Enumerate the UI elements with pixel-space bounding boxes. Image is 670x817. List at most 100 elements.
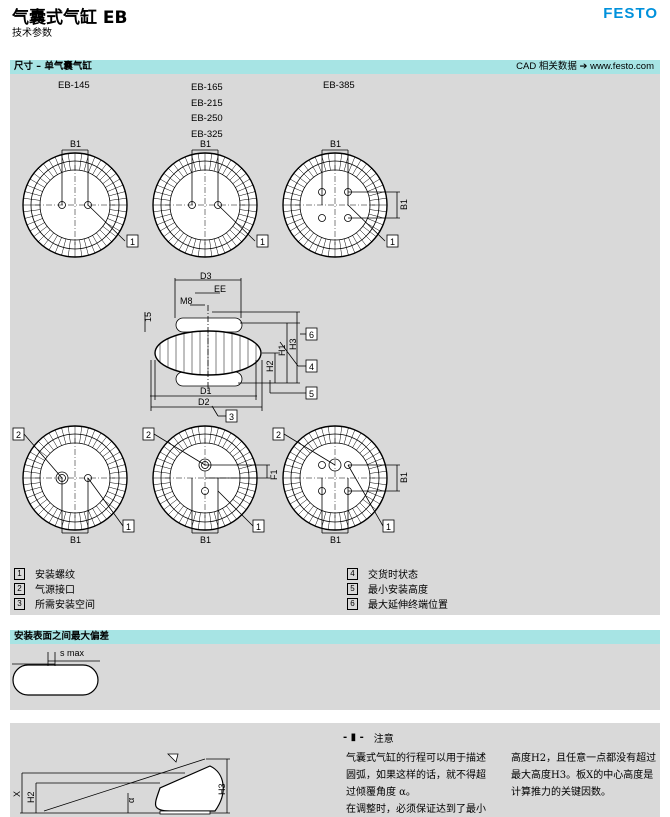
cad-link[interactable]: CAD 相关数据 ➔ www.festo.com bbox=[516, 61, 654, 72]
dim-d1: D1 bbox=[200, 386, 212, 396]
legend-text: 最小安装高度 bbox=[368, 585, 428, 596]
dim-alpha: α bbox=[126, 798, 136, 803]
legend-number: 6 bbox=[347, 597, 358, 610]
dim-15: 15 bbox=[143, 312, 153, 322]
callout-1: 1 bbox=[126, 522, 131, 532]
bolt-hole-icon bbox=[318, 461, 326, 469]
callout-6: 6 bbox=[309, 330, 314, 340]
caution-icon: - ▮ - bbox=[343, 732, 364, 743]
callout-4: 4 bbox=[309, 362, 314, 372]
dim-m8: M8 bbox=[180, 296, 193, 306]
legend-number: 5 bbox=[347, 582, 358, 595]
top-view-1 bbox=[22, 149, 139, 258]
callout-2: 2 bbox=[16, 430, 21, 440]
dim-d3: D3 bbox=[200, 271, 212, 281]
section-title: 安装表面之间最大偏差 bbox=[14, 631, 110, 642]
dim-b1: B1 bbox=[200, 139, 211, 149]
callout-2: 2 bbox=[276, 430, 281, 440]
callout-1: 1 bbox=[256, 522, 261, 532]
callout-3: 3 bbox=[229, 412, 234, 422]
legend-text: 所需安装空间 bbox=[35, 600, 95, 611]
dim-h1: H1 bbox=[277, 344, 287, 356]
legend-item: 6 最大延伸终端位置 bbox=[347, 596, 448, 611]
note-line: 过倾覆角度 α。 bbox=[346, 787, 416, 798]
side-view bbox=[144, 278, 318, 423]
model-label: EB-385 bbox=[323, 80, 355, 91]
dim-b1: B1 bbox=[330, 139, 341, 149]
dim-smax: s max bbox=[60, 648, 85, 658]
top-view-6 bbox=[272, 425, 400, 534]
dim-b1: B1 bbox=[70, 139, 81, 149]
callout-1: 1 bbox=[130, 237, 135, 247]
dim-h2: H2 bbox=[26, 791, 36, 803]
dim-d2: D2 bbox=[198, 397, 210, 407]
dim-x: X bbox=[12, 791, 22, 797]
dim-h2: H2 bbox=[265, 360, 275, 372]
legend-item: 3 所需安装空间 bbox=[14, 596, 95, 611]
legend-number: 4 bbox=[347, 567, 358, 580]
dim-b1: B1 bbox=[200, 535, 211, 545]
model-label: EB-250 bbox=[191, 113, 223, 124]
dim-h3: H3 bbox=[288, 338, 298, 350]
legend-col-2: 4 交货时状态 5 最小安装高度 6 最大延伸终端位置 bbox=[347, 566, 448, 611]
legend-col-1: 1 安装螺纹 2 气源接口 3 所需安装空间 bbox=[14, 566, 95, 611]
dimension-drawing: D3 EE M8 D1 D2 15 H1 H2 H3 6 4 5 3 B11B1… bbox=[12, 139, 409, 545]
legend-text: 最大延伸终端位置 bbox=[368, 600, 448, 611]
top-view-3 bbox=[282, 149, 400, 258]
bolt-hole-icon bbox=[201, 487, 209, 495]
top-view-2 bbox=[152, 149, 269, 258]
legend-text: 交货时状态 bbox=[368, 570, 418, 581]
note-line: 高度H2，且任意一点都没有超过 bbox=[511, 753, 657, 764]
dim-f1: F1 bbox=[269, 469, 279, 480]
note-line: 在调整时，必须保证达到了最小 bbox=[346, 804, 486, 815]
page-subtitle: 技术参数 bbox=[12, 28, 52, 39]
note-line: 计算推力的关键因数。 bbox=[511, 787, 611, 798]
callout-1: 1 bbox=[386, 522, 391, 532]
model-label: EB-145 bbox=[58, 80, 90, 91]
model-label: EB-325 bbox=[191, 128, 223, 140]
offset-panel: s max bbox=[10, 644, 660, 710]
legend-item: 2 气源接口 bbox=[14, 581, 95, 596]
bolt-hole-icon bbox=[318, 214, 326, 222]
model-label: EB-165 bbox=[191, 82, 223, 93]
dim-b1: B1 bbox=[70, 535, 81, 545]
tilt-drawing: X H2 α H3 bbox=[12, 753, 230, 815]
legend-text: 安装螺纹 bbox=[35, 570, 75, 581]
section-title: 尺寸 – 单气囊气缸 bbox=[14, 61, 92, 72]
page-title: 气囊式气缸 EB bbox=[12, 8, 128, 28]
section-bar-dimensions: 尺寸 – 单气囊气缸 CAD 相关数据 ➔ www.festo.com bbox=[10, 60, 660, 74]
model-list: EB-165 EB-215 EB-250 EB-325 bbox=[191, 80, 223, 142]
section-bar-offset: 安装表面之间最大偏差 bbox=[10, 630, 660, 644]
legend-text: 气源接口 bbox=[35, 585, 75, 596]
note-column-1: 气囊式气缸的行程可以用于描述 圆弧，如果这样的话，就不得超 过倾覆角度 α。 在… bbox=[346, 750, 486, 817]
callout-5: 5 bbox=[309, 389, 314, 399]
dim-h3: H3 bbox=[217, 783, 227, 795]
dim-b1: B1 bbox=[330, 535, 341, 545]
legend-number: 2 bbox=[14, 582, 25, 595]
legend-item: 1 安装螺纹 bbox=[14, 566, 95, 581]
note-line: 最大高度H3。板X的中心高度是 bbox=[511, 770, 654, 781]
legend-item: 4 交货时状态 bbox=[347, 566, 448, 581]
top-view-4 bbox=[12, 425, 135, 534]
dim-b1: B1 bbox=[399, 199, 409, 210]
model-label: EB-215 bbox=[191, 97, 223, 109]
dim-ee: EE bbox=[214, 284, 226, 294]
note-line: 圆弧，如果这样的话，就不得超 bbox=[346, 770, 486, 781]
air-port-icon bbox=[328, 458, 342, 472]
tilt-panel: X H2 α H3 bbox=[10, 723, 660, 817]
dim-b1: B1 bbox=[399, 472, 409, 483]
festo-logo: FESTO bbox=[603, 5, 658, 22]
legend-number: 1 bbox=[14, 567, 25, 580]
callout-1: 1 bbox=[260, 237, 265, 247]
offset-drawing: s max bbox=[12, 648, 100, 696]
note-line: 气囊式气缸的行程可以用于描述 bbox=[346, 753, 486, 764]
legend-number: 3 bbox=[14, 597, 25, 610]
legend-item: 5 最小安装高度 bbox=[347, 581, 448, 596]
note-header: - ▮ - 注意 bbox=[343, 730, 394, 745]
callout-1: 1 bbox=[390, 237, 395, 247]
side-view-labels: D3 EE M8 D1 D2 15 H1 H2 H3 6 4 5 3 bbox=[143, 271, 314, 422]
note-column-2: 高度H2，且任意一点都没有超过 最大高度H3。板X的中心高度是 计算推力的关键因… bbox=[511, 750, 656, 801]
top-view-5 bbox=[142, 425, 270, 534]
callout-2: 2 bbox=[146, 430, 151, 440]
